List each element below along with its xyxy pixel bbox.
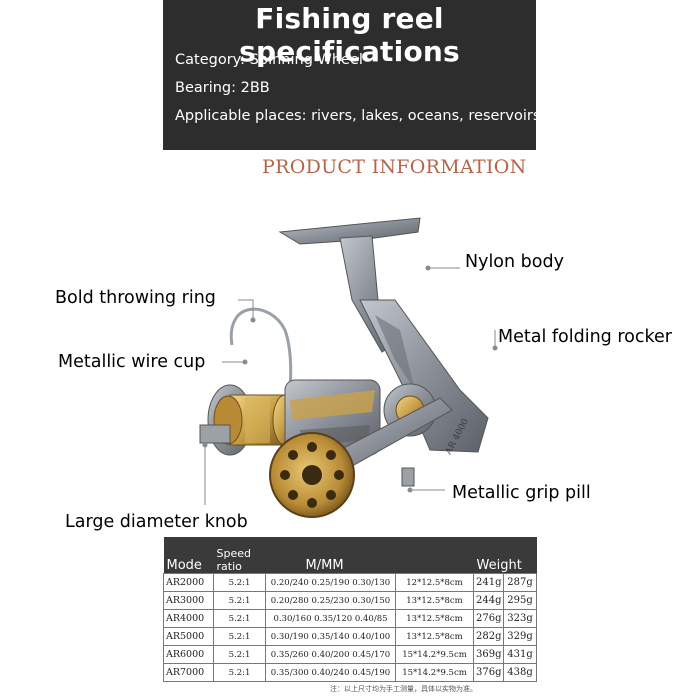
bail-wire — [229, 307, 293, 401]
product-info-heading: PRODUCT INFORMATION — [262, 156, 527, 178]
cell-weight-alt: 329g — [503, 627, 537, 646]
spec-title: Fishing reel specifications — [239, 2, 460, 68]
cell-line-capacity: 0.20/240 0.25/190 0.30/130 — [265, 573, 396, 592]
callout-nylon-body: Nylon body — [465, 252, 564, 272]
cell-model: AR2000 — [163, 573, 214, 592]
callout-wire-cup: Metallic wire cup — [58, 352, 206, 372]
cell-model: AR3000 — [163, 591, 214, 610]
cell-speed-ratio: 5.2:1 — [213, 627, 266, 646]
cell-speed-ratio: 5.2:1 — [213, 609, 266, 628]
cell-line-capacity: 0.20/280 0.25/230 0.30/150 — [265, 591, 396, 610]
cell-weight: 282g — [473, 627, 504, 646]
callout-throwing-ring: Bold throwing ring — [55, 288, 216, 308]
cell-line-capacity: 0.30/190 0.35/140 0.40/100 — [265, 627, 396, 646]
cell-size: 12*12.5*8cm — [395, 573, 474, 592]
header-size — [396, 537, 474, 574]
cell-line-capacity: 0.30/160 0.35/120 0.40/85 — [265, 609, 396, 628]
cell-line-capacity: 0.35/260 0.40/200 0.45/170 — [265, 645, 396, 664]
cell-speed-ratio: 5.2:1 — [213, 591, 266, 610]
cell-model: AR7000 — [163, 663, 214, 682]
cell-size: 15*14.2*9.5cm — [395, 663, 474, 682]
cell-weight-alt: 287g — [503, 573, 537, 592]
cell-model: AR5000 — [163, 627, 214, 646]
header-speed-ratio: Speed ratio — [216, 547, 251, 573]
cell-weight: 241g — [473, 573, 504, 592]
table-header-row: Mode Speed ratio M/MM Weight — [163, 537, 537, 574]
footnote: 注：以上尺寸均为手工测量，具体以实物为准。 — [330, 685, 477, 693]
cell-size: 15*14.2*9.5cm — [395, 645, 474, 664]
cell-weight: 244g — [473, 591, 504, 610]
cell-weight: 376g — [473, 663, 504, 682]
callout-folding-rocker: Metal folding rocker — [498, 327, 672, 347]
callout-lines — [202, 265, 498, 505]
cell-size: 13*12.5*8cm — [395, 609, 474, 628]
cell-weight-alt: 295g — [503, 591, 537, 610]
header-weight: Weight — [476, 558, 522, 573]
spec-places: Applicable places: rivers, lakes, oceans… — [175, 108, 541, 124]
header-mode: Mode — [166, 558, 202, 573]
cell-size: 13*12.5*8cm — [395, 627, 474, 646]
cell-size: 13*12.5*8cm — [395, 591, 474, 610]
fishing-reel-illustration: AR 4000 — [199, 217, 498, 518]
cell-line-capacity: 0.35/300 0.40/240 0.45/190 — [265, 663, 396, 682]
callout-grip-pill: Metallic grip pill — [452, 483, 591, 503]
large-knob — [269, 432, 355, 518]
callout-knob: Large diameter knob — [65, 512, 248, 532]
spec-box: Fishing reel specifications Category: Sp… — [163, 0, 540, 150]
cell-weight-alt: 323g — [503, 609, 537, 628]
cell-speed-ratio: 5.2:1 — [213, 663, 266, 682]
cell-speed-ratio: 5.2:1 — [213, 573, 266, 592]
cell-speed-ratio: 5.2:1 — [213, 645, 266, 664]
cell-weight: 276g — [473, 609, 504, 628]
cell-weight: 369g — [473, 645, 504, 664]
header-mm: M/MM — [305, 558, 344, 573]
cell-model: AR6000 — [163, 645, 214, 664]
spec-category: Category: Spinning Wheel — [175, 52, 363, 68]
cell-model: AR4000 — [163, 609, 214, 628]
cell-weight-alt: 431g — [503, 645, 537, 664]
spec-bearing: Bearing: 2BB — [175, 80, 270, 96]
cell-weight-alt: 438g — [503, 663, 537, 682]
